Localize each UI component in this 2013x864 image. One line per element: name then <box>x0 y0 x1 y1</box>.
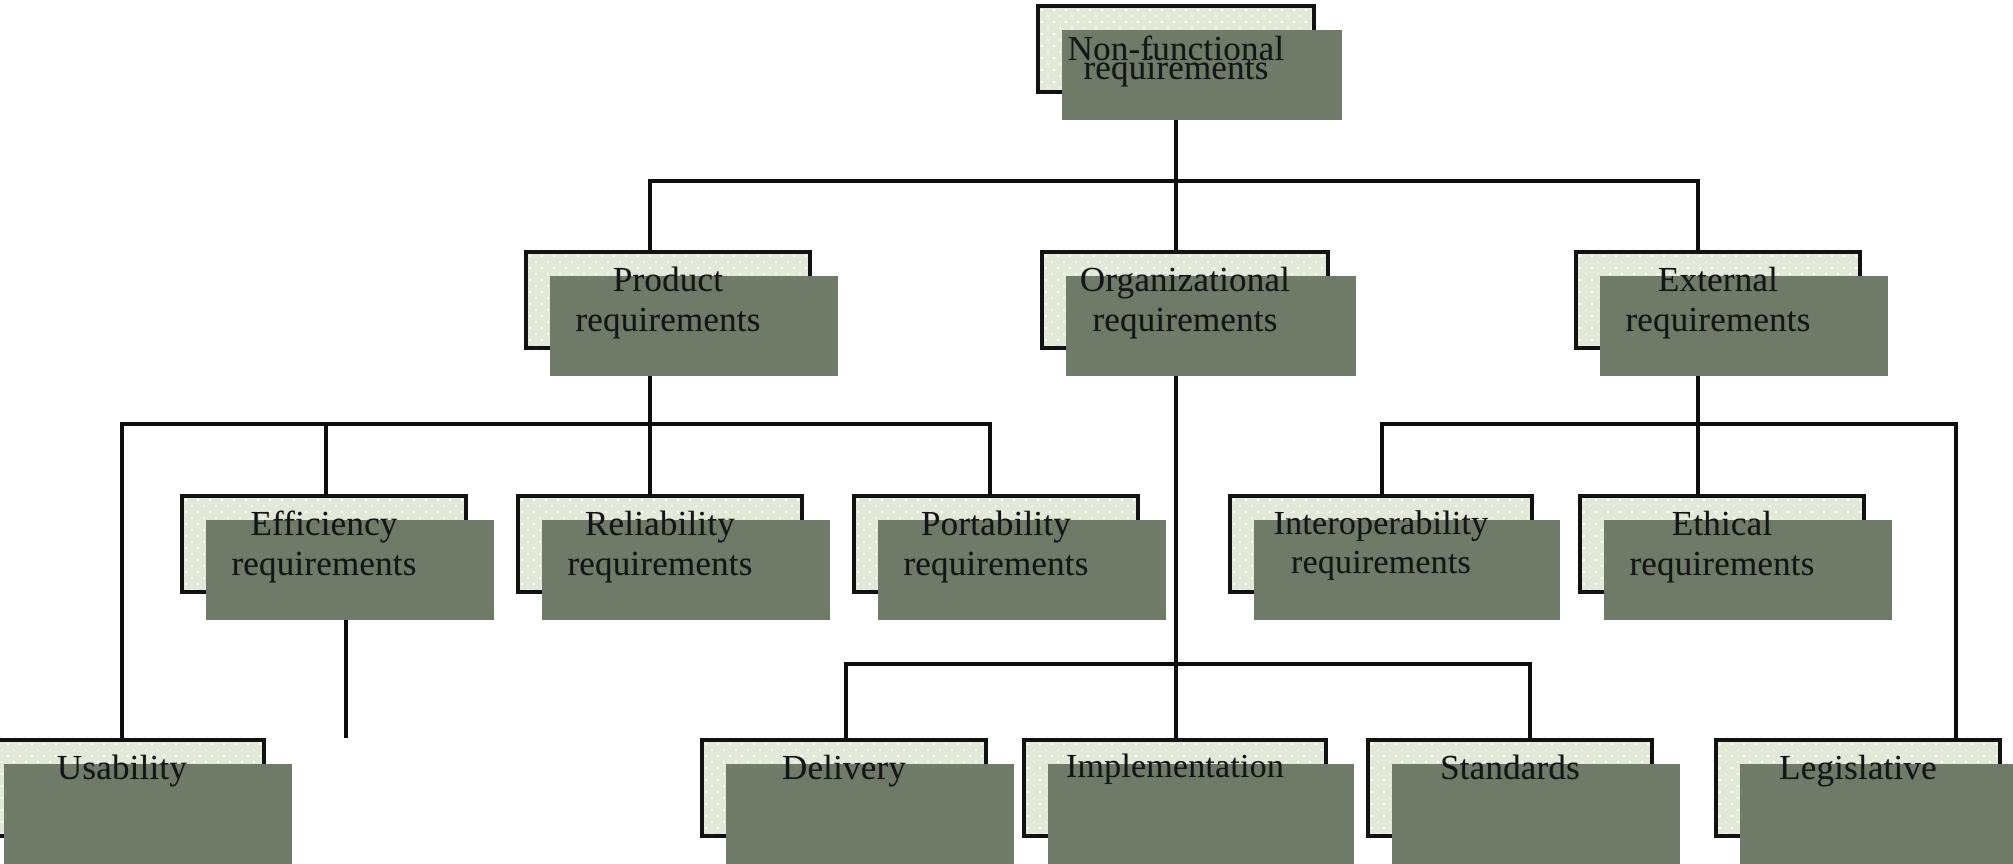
node-non-functional-requirements[interactable]: Non-functional <box>1036 4 1342 120</box>
node-shadow <box>1604 520 1892 620</box>
edge-nfr-to-organizational <box>1174 179 1178 253</box>
node-shadow <box>1600 276 1888 376</box>
edge-external-to-legislative-leg <box>1954 422 1958 738</box>
edge-external-to-interoperability <box>1380 422 1384 494</box>
node-label-line1: Delivery <box>781 748 907 787</box>
node-label-line1: Standards <box>1440 748 1580 787</box>
node-label-line1: Product <box>612 260 724 300</box>
node-standards-requirements[interactable]: Standards <box>1366 738 1680 864</box>
node-implementation-requirements[interactable]: Implementation <box>1022 738 1354 864</box>
node-label-line1: Usability <box>56 748 188 787</box>
node-shadow <box>542 520 830 620</box>
node-label-line1: Implementation <box>1065 748 1285 785</box>
node-efficiency-requirements[interactable]: Efficiency requirements <box>180 494 494 620</box>
node-label-line1: Portability <box>921 504 1071 544</box>
node-label-line1: Efficiency <box>250 504 398 544</box>
edge-product-stem <box>648 350 652 426</box>
node-label-line2: requirements <box>903 544 1089 583</box>
edge-organizational-to-standards <box>1528 662 1532 738</box>
node-legislative-requirements[interactable]: Legislative <box>1714 738 2013 864</box>
node-label-line2: requirements <box>575 300 761 339</box>
node-delivery-requirements[interactable]: Delivery <box>700 738 1014 864</box>
node-usability-requirements[interactable]: Usability <box>0 738 292 864</box>
edge-external-stem <box>1696 350 1700 426</box>
edge-organizational-stem <box>1174 350 1178 666</box>
node-label-line2: requirements <box>567 544 753 583</box>
edge-organizational-to-delivery <box>844 662 848 738</box>
node-external-requirements[interactable]: External requirements <box>1574 250 1888 376</box>
diagram-canvas: Non-functional requirements Product requ… <box>0 4 2013 864</box>
node-label-line2: requirements <box>231 544 417 583</box>
node-shadow <box>1254 520 1560 620</box>
node-shadow <box>1062 30 1342 120</box>
node-shadow <box>878 520 1166 620</box>
node-label-line1: Legislative <box>1779 748 1937 787</box>
node-label-line1: Ethical <box>1671 504 1773 544</box>
node-product-requirements[interactable]: Product requirements <box>524 250 838 376</box>
node-label-line1: External <box>1657 260 1779 300</box>
node-label-line2: requirements <box>1083 48 1269 88</box>
edge-nfr-stem <box>1174 95 1178 183</box>
node-label-line2: requirements <box>1625 300 1811 339</box>
node-ethical-requirements[interactable]: Ethical requirements <box>1578 494 1892 620</box>
edge-efficiency-to-usability <box>344 595 348 738</box>
edge-product-to-efficiency <box>324 422 328 494</box>
edge-organizational-bus <box>844 662 1532 666</box>
edge-organizational-to-implementation <box>1174 662 1178 738</box>
node-interoperability-requirements[interactable]: Interoperability requirements <box>1228 494 1560 620</box>
edge-nfr-to-product <box>648 179 652 253</box>
node-shadow <box>206 520 494 620</box>
node-label-line1: Organizational <box>1079 260 1291 300</box>
node-label-line1: Reliability <box>585 504 735 544</box>
node-shadow <box>1066 276 1356 376</box>
node-label-line2: requirements <box>1291 544 1471 581</box>
edge-product-to-reliability <box>648 422 652 494</box>
edge-nfr-to-external <box>1696 179 1700 253</box>
node-reliability-requirements[interactable]: Reliability requirements <box>516 494 830 620</box>
node-shadow <box>550 276 838 376</box>
edge-external-bus <box>1380 422 1958 426</box>
node-label-line2: requirements <box>1629 544 1815 583</box>
node-label-line1: Interoperability <box>1273 505 1489 543</box>
edge-product-bus <box>120 422 992 426</box>
edge-product-to-portability <box>988 422 992 494</box>
edge-external-to-ethical <box>1696 422 1700 494</box>
node-portability-requirements[interactable]: Portability requirements <box>852 494 1166 620</box>
node-organizational-requirements[interactable]: Organizational requirements <box>1040 250 1356 376</box>
node-label-line1: Non-functional <box>1067 29 1285 69</box>
edge-product-to-usability-leg <box>120 422 124 738</box>
node-non-functional-requirements-text2: requirements <box>1036 4 1316 94</box>
node-label-line2: requirements <box>1092 300 1278 339</box>
